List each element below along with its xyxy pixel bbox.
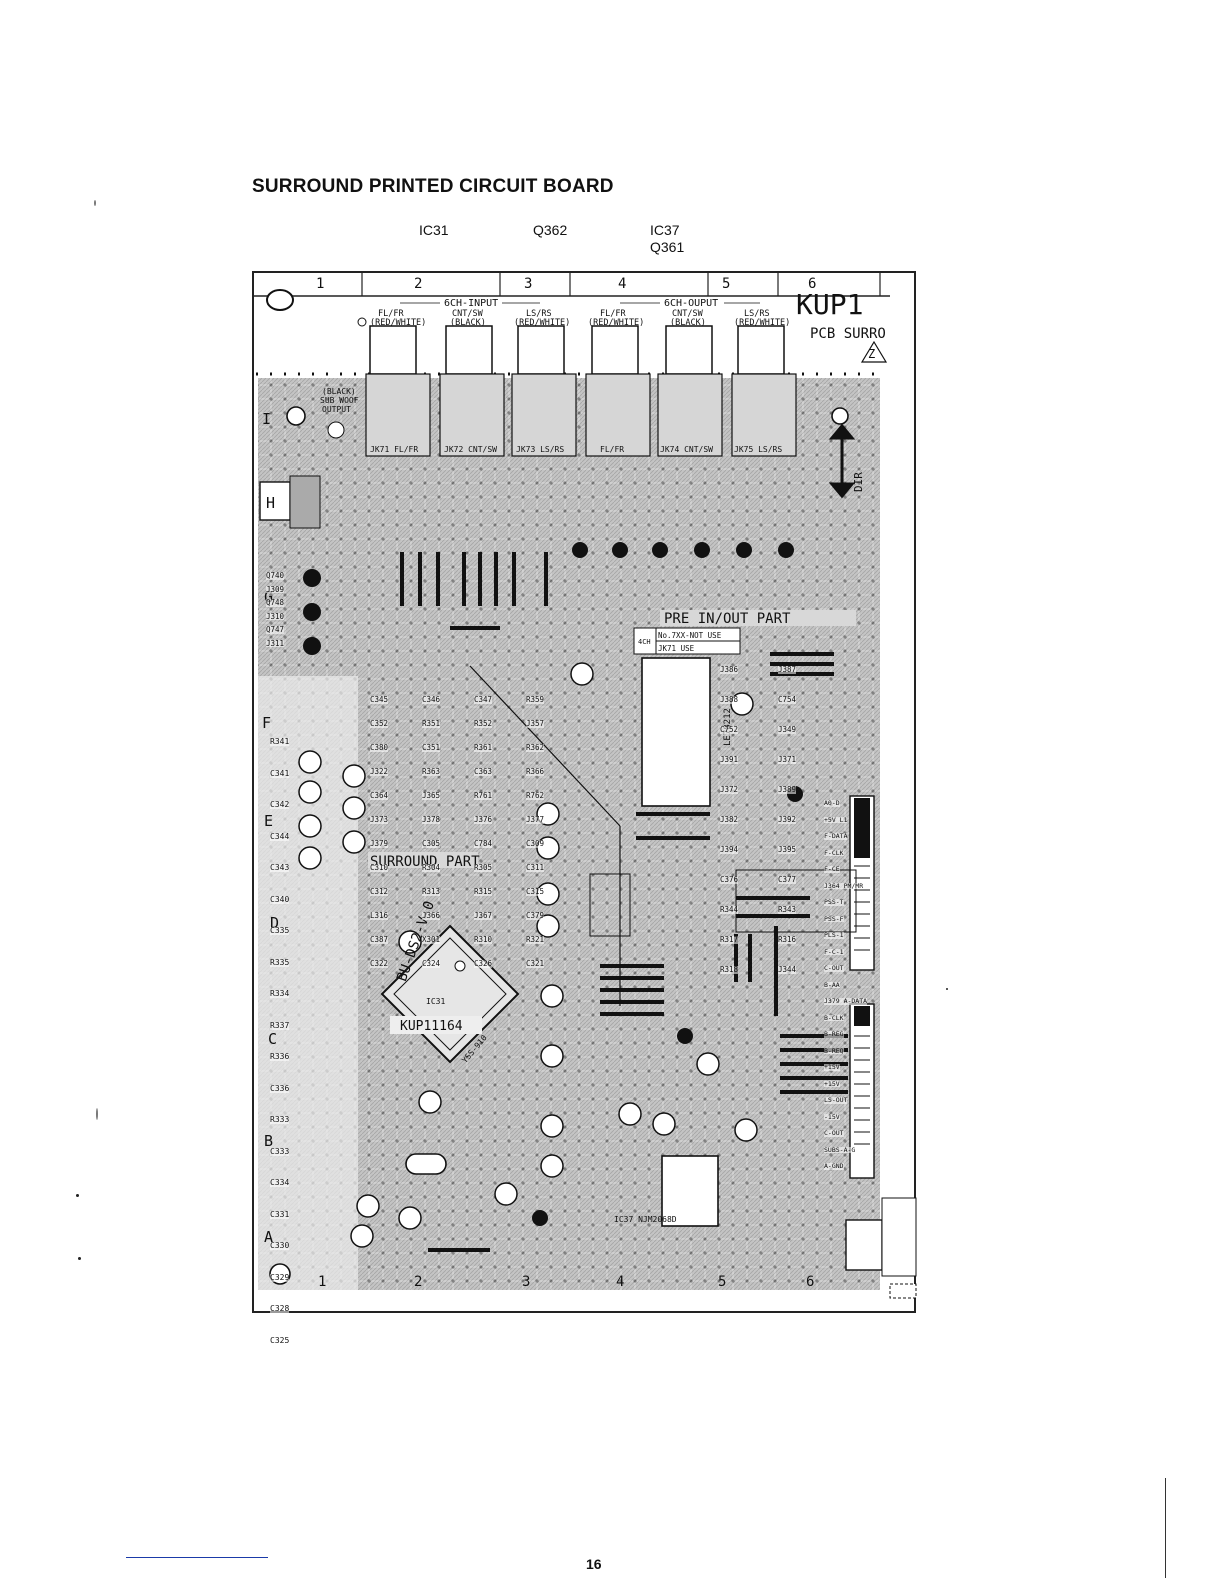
jack-color: (BLACK) [450, 318, 486, 328]
jack-id: JK75 LS/RS [734, 445, 782, 454]
callout-ic37-q361: IC37 Q361 [650, 222, 684, 256]
ic37-label: IC37 NJM2068D [614, 1215, 677, 1224]
col-num: 3 [524, 276, 532, 292]
jack-name: CNT/SW [672, 309, 704, 319]
jack-color: (RED/WHITE) [734, 318, 790, 328]
col-num: 1 [316, 276, 324, 292]
row-letter: I [262, 410, 271, 428]
col-num-bottom: 6 [806, 1274, 814, 1290]
note-line: JK71 USE [658, 644, 695, 653]
model-label: KUP1 [796, 288, 863, 321]
row-letter: G [264, 588, 273, 606]
callout-ic31: IC31 [419, 222, 449, 239]
jack-name: LS/RS [526, 309, 552, 319]
jack-color: (RED/WHITE) [514, 318, 570, 328]
note-line: No.7XX-NOT USE [658, 631, 722, 640]
row-letter: D [270, 914, 279, 932]
speck [946, 988, 948, 990]
col-num-bottom: 1 [318, 1274, 326, 1290]
component-ref: C325 [270, 1335, 290, 1345]
sub-woof-label: OUTPUT [322, 405, 351, 414]
jack-id: JK72 CNT/SW [444, 445, 497, 454]
row-letter: E [264, 812, 273, 830]
jack-name: FL/FR [600, 309, 626, 319]
col-num-bottom: 4 [616, 1274, 624, 1290]
surround-part-label: SURROUND PART [370, 854, 480, 870]
jack-color: (BLACK) [670, 318, 706, 328]
ic37-chip [661, 1155, 719, 1227]
jack-id: FL/FR [600, 445, 624, 454]
jack-color: (RED/WHITE) [370, 318, 426, 328]
sub-woof-label: (BLACK) [322, 387, 356, 396]
speck [76, 1194, 79, 1197]
zone-letter: Z [868, 347, 875, 361]
ic31-part-label: KUP11164 [400, 1019, 463, 1034]
page-title: SURROUND PRINTED CIRCUIT BOARD [252, 176, 614, 197]
le78212-chip [641, 657, 711, 807]
callout-line: IC37 [650, 222, 680, 238]
jack-id: JK71 FL/FR [370, 445, 418, 454]
jack-id: JK74 CNT/SW [660, 445, 713, 454]
row-letter: B [264, 1132, 273, 1150]
col-num: 5 [722, 276, 730, 292]
callout-line: Q361 [650, 239, 685, 255]
le78212-label: LE78212 [723, 708, 733, 746]
col-num: 2 [414, 276, 422, 292]
output-group-label: 6CH-OUPUT [664, 298, 718, 309]
col-num-bottom: 5 [718, 1274, 726, 1290]
page-number: 16 [586, 1556, 602, 1572]
pcb-label: PCB SURRO [810, 326, 886, 342]
col-num-bottom: 2 [414, 1274, 422, 1290]
col-num: 6 [808, 276, 816, 292]
row-letter: H [266, 494, 275, 512]
jack-name: FL/FR [378, 309, 404, 319]
speck [96, 1108, 98, 1120]
callout-line: IC31 [419, 222, 449, 238]
jack-name: CNT/SW [452, 309, 484, 319]
speck [94, 200, 96, 206]
dir-label: DIR [852, 472, 865, 492]
col-num-bottom: 3 [522, 1274, 530, 1290]
pre-inout-label: PRE IN/OUT PART [664, 611, 791, 627]
col-num: 4 [618, 276, 626, 292]
row-letter: F [262, 714, 271, 732]
callout-q362: Q362 [533, 222, 567, 239]
row-letter: C [268, 1030, 277, 1048]
footer-rule [126, 1557, 268, 1558]
sub-woof-label: SUB WOOF [320, 396, 359, 405]
pcb-diagram: 1 2 3 4 5 6 1 2 3 4 5 6 I H G F E D C B … [252, 271, 917, 1313]
callout-line: Q362 [533, 222, 568, 238]
jack-id: JK73 LS/RS [516, 445, 564, 454]
jack-name: LS/RS [744, 309, 770, 319]
ic31-label: IC31 [426, 997, 445, 1006]
input-group-label: 6CH-INPUT [444, 298, 498, 309]
row-letter: A [264, 1228, 273, 1246]
speck [78, 1257, 81, 1260]
jack-color: (RED/WHITE) [588, 318, 644, 328]
edge-line [1165, 1478, 1166, 1578]
note-tag: 4CH [638, 638, 651, 646]
